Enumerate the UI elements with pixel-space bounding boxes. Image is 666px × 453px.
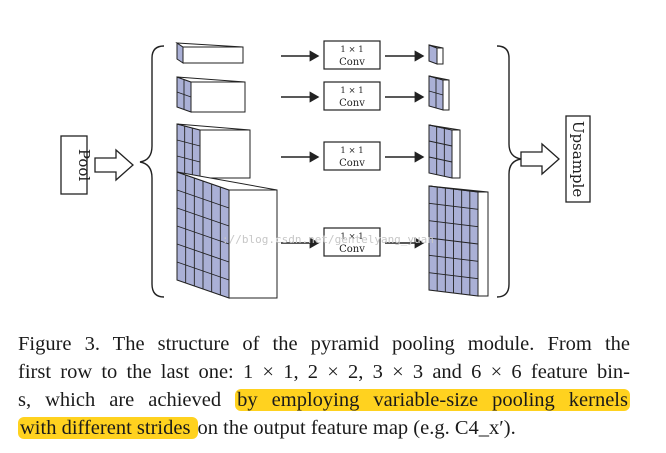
output-cube-3-side-face [428, 124, 453, 179]
pyramid-pooling-diagram: Pool Upsample 1 × 1 Conv 1 × 1 Conv 1 × … [60, 40, 591, 299]
output-cube-3-grid-h2 [428, 156, 453, 163]
caption-line-4: with different strides on the output fea… [18, 414, 630, 442]
conv-2-line2: Conv [339, 98, 365, 109]
input-cube-3-front-face [199, 129, 251, 179]
watermark: ://blog.csdn.net/gentelyang_yuan [222, 233, 434, 246]
output-cube-4-grid-h5 [428, 272, 479, 280]
left-brace [139, 45, 165, 298]
output-cube-3-top-face [428, 124, 461, 131]
input-cube-3-side-face [176, 123, 201, 179]
input-cube-4-grid-h5 [176, 261, 230, 281]
output-cube-3-front-face [451, 129, 461, 179]
caption-line-3-text: s, which are achieved [18, 389, 236, 411]
upsample-box: Upsample [565, 115, 591, 203]
upsample-arrow [520, 142, 560, 176]
input-cube-2-grid-h1 [176, 91, 192, 98]
conv-box-3 [323, 141, 381, 171]
caption-line-2: first row to the last one: 1 × 1, 2 × 2,… [18, 361, 630, 383]
conv-1-line2: Conv [339, 57, 365, 68]
conv-3-line1: 1 × 1 [340, 146, 363, 156]
output-cube-4-front-face [477, 191, 489, 297]
highlight-2: with different strides [18, 417, 198, 439]
caption-line-4-text: on the output feature map (e.g. C4_x′). [197, 417, 516, 439]
output-cube-2-grid-h1 [428, 90, 444, 96]
highlight-1: by employing variable-size pooling kerne… [235, 389, 630, 411]
input-cube-3-top-face [176, 123, 251, 131]
input-cube-1-front-face [182, 46, 244, 64]
conv-box-2 [323, 81, 381, 111]
pool-box: Pool [60, 135, 93, 195]
conv-box-1 [323, 40, 381, 70]
input-cube-2-front-face [190, 81, 246, 113]
pool-label: Pool [75, 149, 93, 182]
conv-2-line1: 1 × 1 [340, 86, 363, 96]
conv-4-line2: Conv [339, 244, 365, 255]
input-cube-3-grid-h2 [176, 155, 201, 163]
output-cube-1-front-face [436, 47, 444, 65]
row-1: 1 × 1 Conv [281, 40, 425, 70]
row-4: 1 × 1 Conv [281, 227, 425, 257]
caption-line-1: Figure 3. The structure of the pyramid p… [18, 333, 630, 355]
output-cube-2-front-face [442, 79, 450, 111]
right-brace [496, 45, 522, 298]
output-cube-3-grid-h1 [428, 140, 453, 147]
output-cube-1-top-face [428, 44, 444, 49]
conv-1-line1: 1 × 1 [340, 45, 363, 55]
figure-caption: Figure 3. The structure of the pyramid p… [18, 330, 630, 442]
conv-3-line2: Conv [339, 158, 365, 169]
row-3: 1 × 1 Conv [281, 141, 425, 171]
conv-box-4 [323, 227, 381, 257]
caption-line-3: s, which are achieved by employing varia… [18, 386, 630, 414]
pool-arrow [94, 148, 134, 182]
conv-4-line1: 1 × 1 [340, 232, 363, 242]
input-cube-1-top-face [175, 42, 244, 48]
input-cube-3-grid-h1 [176, 139, 201, 147]
row-2: 1 × 1 Conv [281, 81, 425, 111]
upsample-label: Upsample [569, 121, 587, 198]
